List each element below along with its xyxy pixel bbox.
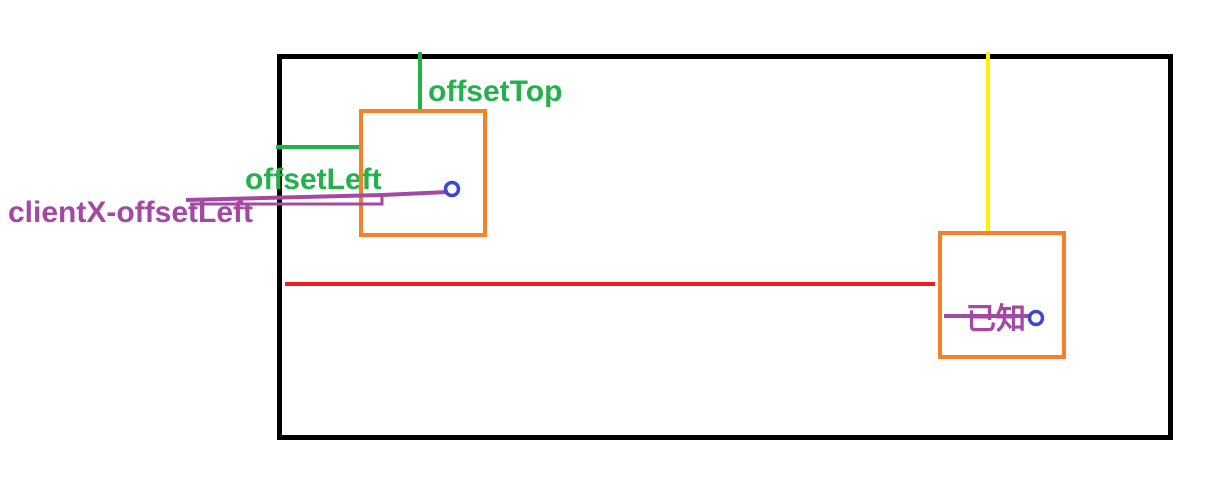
end-cursor-dot: [1027, 309, 1045, 327]
offset-top-label: offsetTop: [428, 75, 562, 108]
client-offset-line-hook: [190, 196, 384, 206]
start-cursor-dot: [443, 180, 461, 198]
known-label: 已知: [966, 303, 1026, 336]
container-box: [277, 54, 1173, 440]
start-box: [359, 109, 487, 237]
client-offset-line: [185, 190, 449, 202]
client-offset-label: clientX-offsetLeft: [8, 196, 253, 229]
offset-left-label: offsetLeft: [245, 163, 382, 196]
end-box: [938, 231, 1066, 359]
